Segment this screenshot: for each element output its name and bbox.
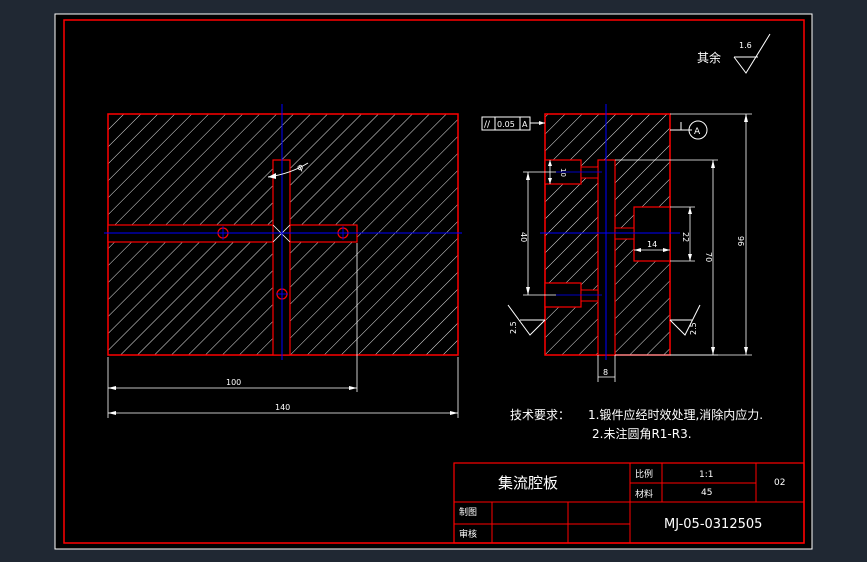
- notes-title: 技术要求：: [510, 408, 570, 422]
- technical-notes: 技术要求： 1.锻件应经时效处理,消除内应力. 2.未注圆角R1-R3.: [510, 407, 763, 441]
- scale-label: 比例: [635, 468, 653, 480]
- tolerance-value: 0.05: [497, 120, 515, 129]
- tolerance-frame: // 0.05 A: [481, 116, 545, 131]
- roughness-label: 其余: [697, 50, 721, 65]
- roughness-value: 1.6: [739, 41, 752, 50]
- drawing-border: [63, 19, 805, 544]
- phi-label: φ: [296, 162, 306, 174]
- dim-8: 8: [603, 368, 608, 377]
- drawn-label: 制图: [459, 506, 477, 518]
- roughness-symbol: [733, 33, 771, 74]
- nozzle-pocket: [633, 206, 671, 262]
- sheet-number: 02: [774, 478, 785, 488]
- dim-22: 22: [681, 232, 690, 242]
- notes-line-2: 2.未注圆角R1-R3.: [592, 426, 692, 441]
- dim-70: 70: [704, 252, 713, 262]
- roughness-right-value: 2.5: [689, 322, 698, 335]
- front-view: φ 100 140: [104, 104, 462, 418]
- tolerance-symbol: //: [484, 120, 491, 130]
- title-block: 集流腔板 比例 1:1 材料 45 02 制图 审核 MJ-05-0312505: [453, 462, 805, 544]
- material-value: 45: [701, 488, 712, 498]
- datum-a-symbol: A: [670, 120, 708, 140]
- roughness-left-value: 2.5: [509, 321, 518, 334]
- side-view: // 0.05 A A 96 70 22: [481, 104, 752, 382]
- dim-14: 14: [647, 240, 657, 249]
- checked-label: 审核: [459, 528, 477, 540]
- roughness-note: 其余 1.6: [697, 33, 771, 74]
- dim-140: 140: [275, 403, 290, 412]
- dim-40: 40: [519, 232, 528, 242]
- material-label: 材料: [635, 488, 653, 500]
- datum-a-label: A: [694, 127, 701, 137]
- dim-96: 96: [736, 236, 745, 246]
- notes-line-1: 1.锻件应经时效处理,消除内应力.: [588, 407, 763, 422]
- dim-10: 10: [559, 168, 567, 177]
- scale-value: 1:1: [699, 470, 713, 480]
- drawing-number: MJ-05-0312505: [664, 517, 762, 532]
- tolerance-datum: A: [522, 120, 528, 129]
- part-name: 集流腔板: [498, 474, 558, 492]
- dim-100: 100: [226, 378, 241, 387]
